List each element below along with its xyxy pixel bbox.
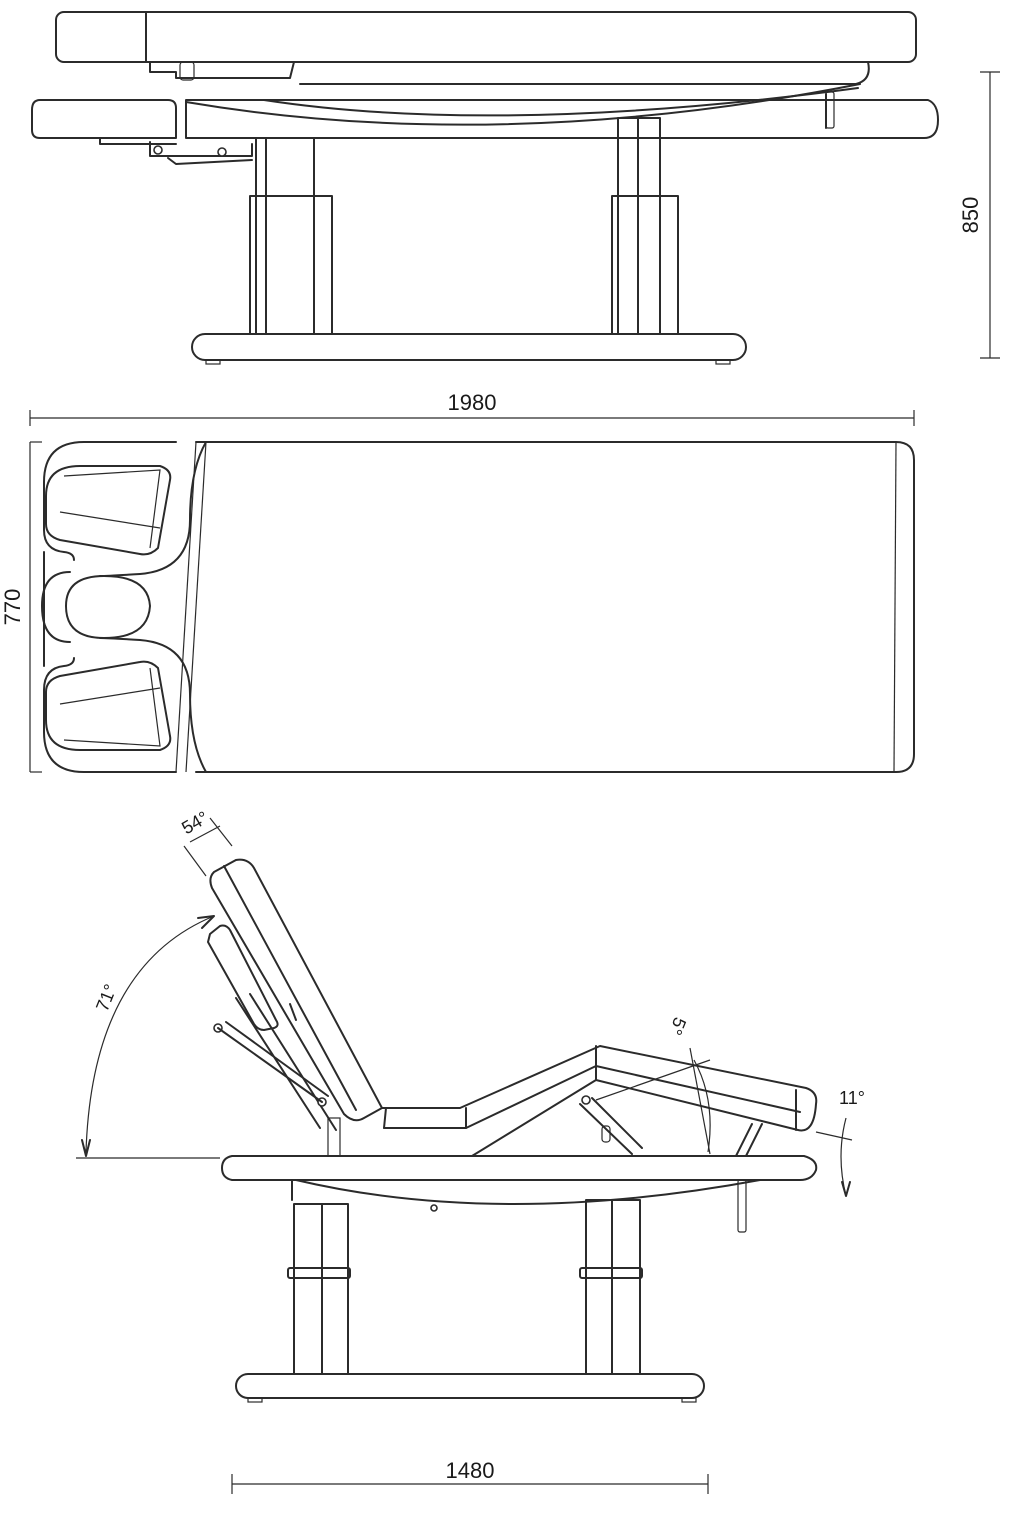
side-view: 850 [31,11,1000,365]
reclined-frame [221,1117,818,1233]
width-label: 770 [0,589,25,626]
top-cushion [55,11,917,85]
side-legs [249,117,679,335]
foot-angle-dim: 11° [815,1088,865,1197]
reclined-base [235,1373,705,1403]
reclined-view: 54° [76,807,865,1494]
foot-angle-label: 11° [839,1088,865,1108]
seat-and-legs [351,1045,818,1157]
backrest [207,858,384,1131]
backrest-angle-dim: 71° [76,915,220,1159]
height-dimension: 850 [958,71,1000,359]
leg-angle-dim: 5° [595,1015,711,1153]
main-frame [31,83,939,165]
reclined-legs [287,1199,643,1375]
height-label: 850 [958,197,983,234]
base-length-dimension: 1480 [231,1458,709,1494]
side-base [191,333,747,365]
top-view: 1980 770 [0,390,915,773]
top-outline [41,441,915,773]
length-label: 1980 [448,390,497,415]
length-dimension: 1980 [29,390,915,426]
leg-angle-label: 5° [665,1015,690,1038]
base-length-label: 1480 [446,1458,495,1483]
width-dimension: 770 [0,441,42,773]
